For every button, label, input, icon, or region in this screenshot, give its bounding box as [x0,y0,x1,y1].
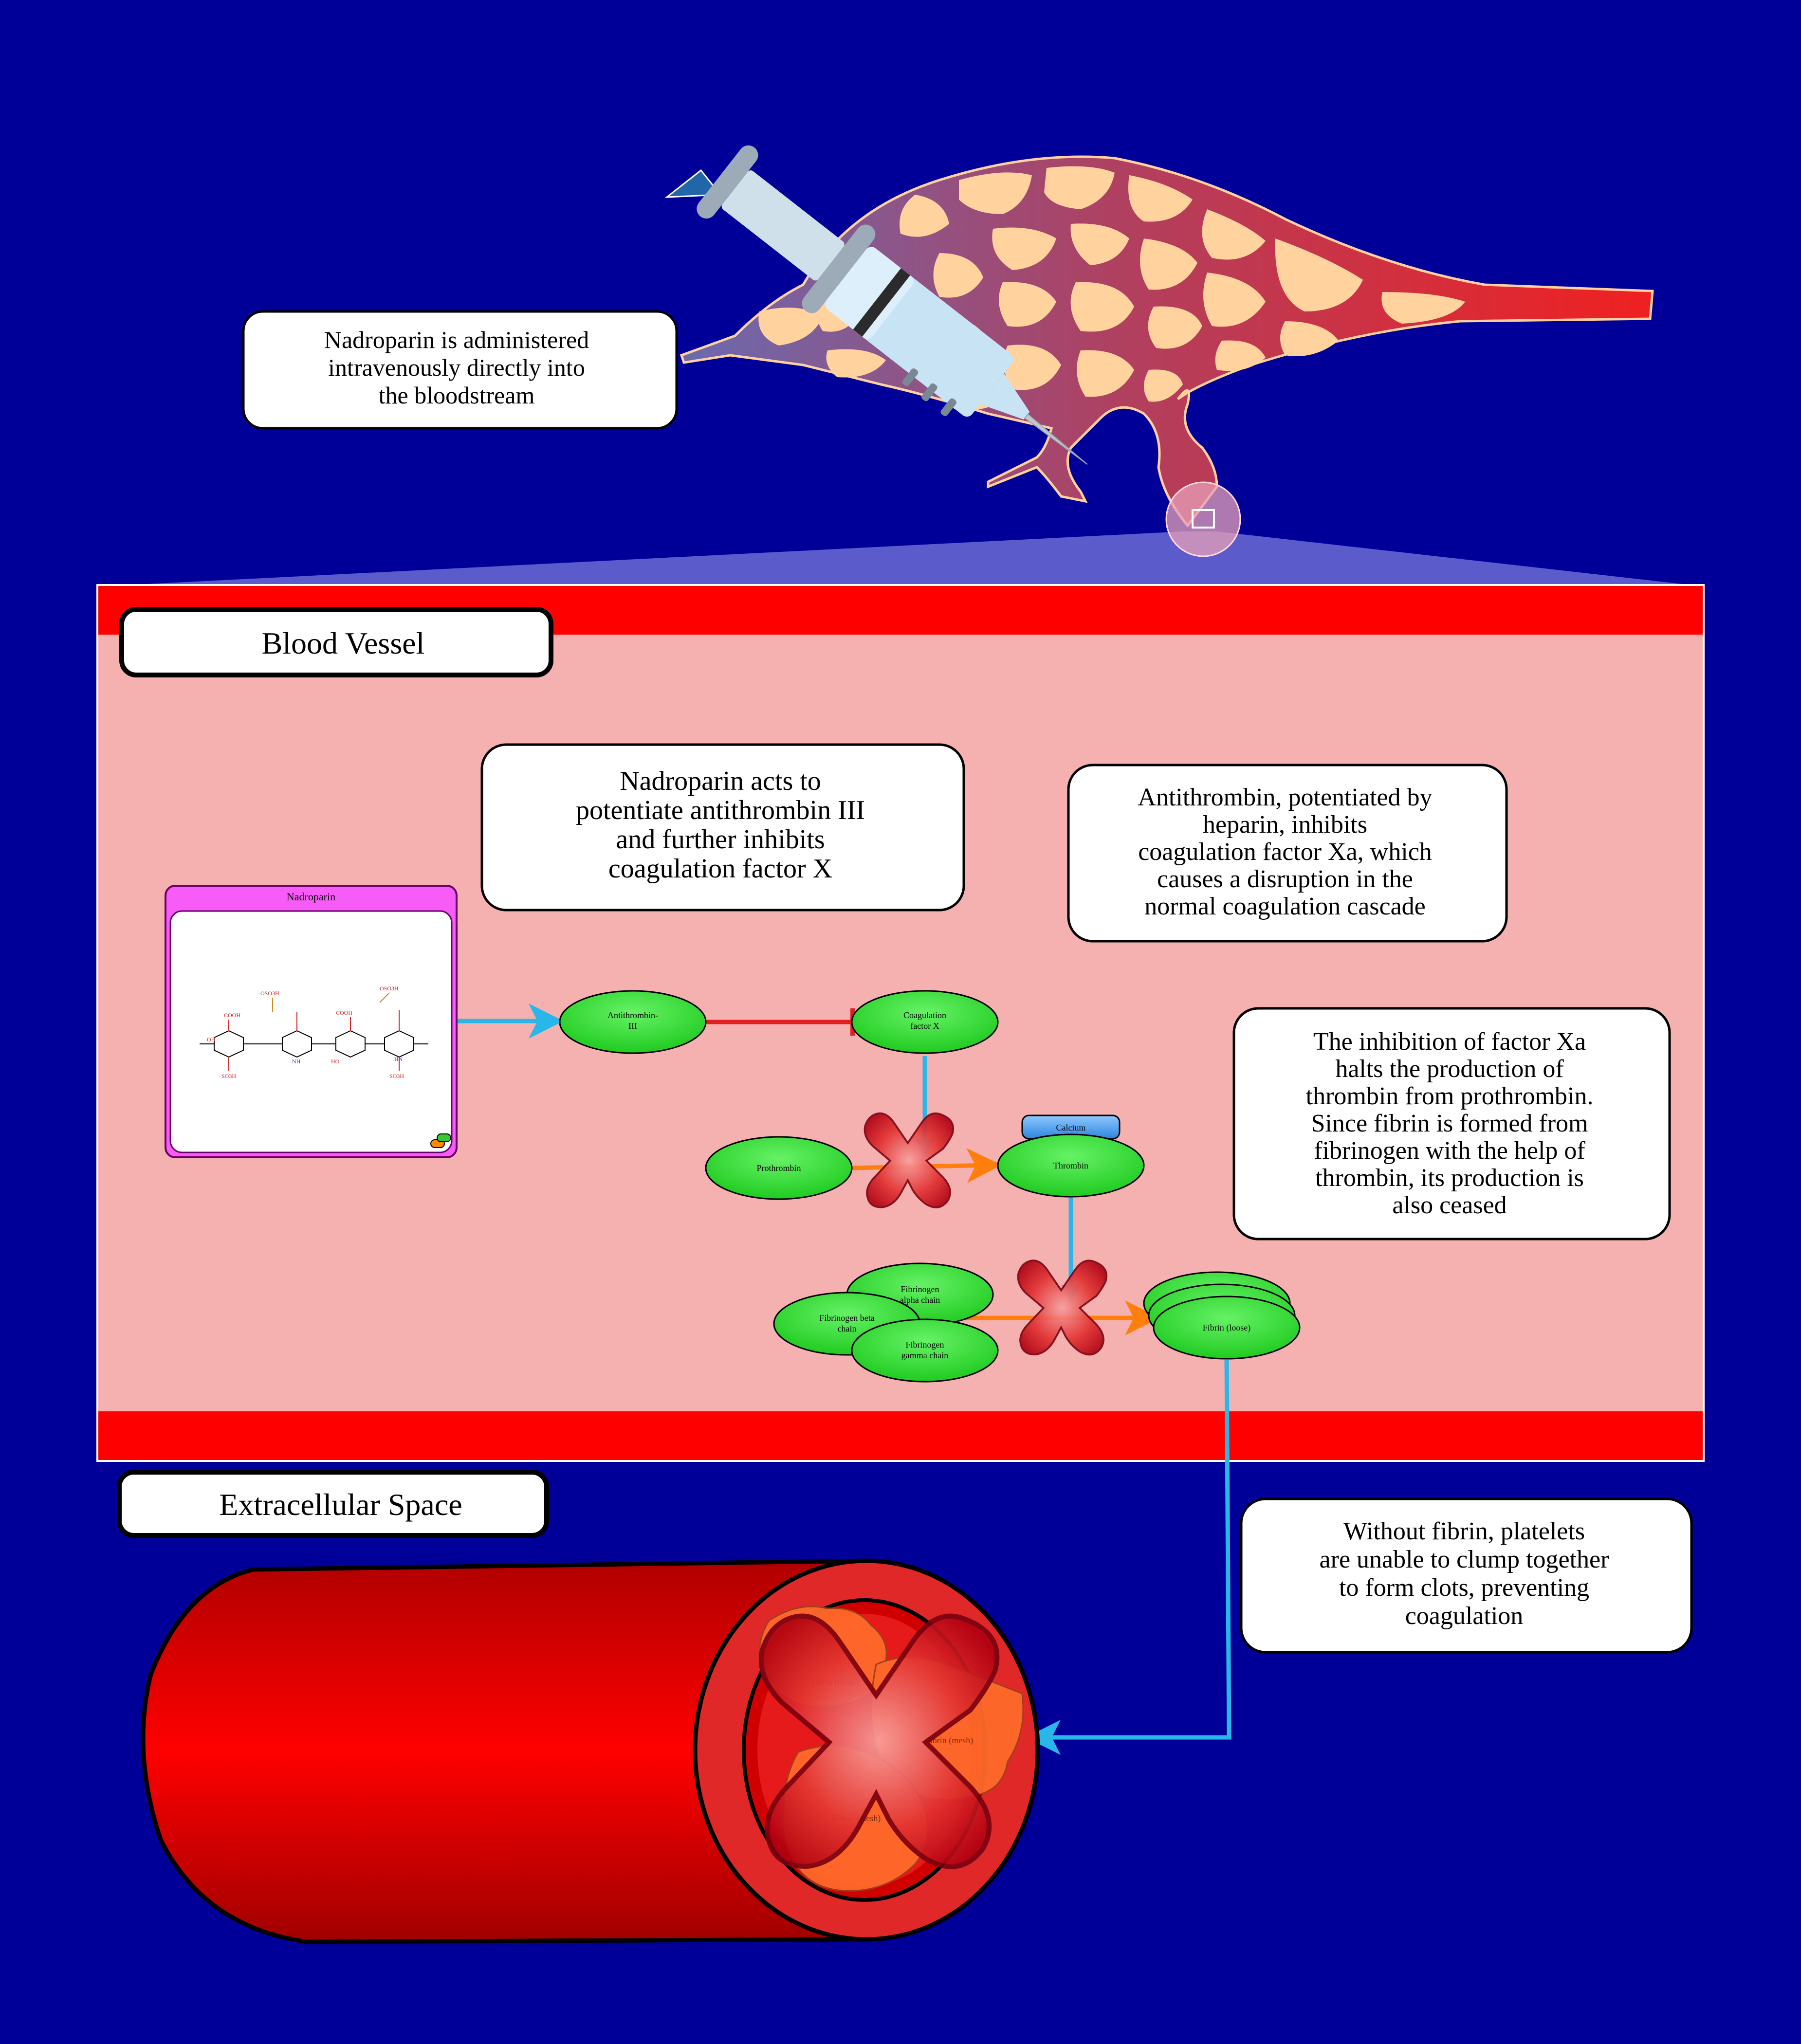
callout-antithrombin-line: coagulation factor Xa, which [1138,838,1432,866]
callout-platelets-line: to form clots, preventing [1339,1574,1589,1602]
callout-thrombin-line: halts the production of [1335,1055,1564,1083]
structure-label: SO3H [389,1073,404,1079]
svg-text:Fibrinogen: Fibrinogen [901,1284,939,1294]
svg-text:Fibrinogen: Fibrinogen [906,1340,944,1350]
svg-text:Fibrinogen beta: Fibrinogen beta [819,1313,874,1323]
structure-label: NH [292,1058,301,1065]
pill-icon [430,1133,451,1148]
svg-text:chain: chain [838,1324,857,1333]
structure-label: HO [331,1058,340,1065]
callout-thrombin-line: thrombin, its production is [1315,1164,1584,1192]
structure-label: OSO3H [260,990,279,997]
fibrin-mesh-label: Fibrin (mesh) [925,1735,974,1746]
svg-text:Calcium: Calcium [1056,1123,1086,1132]
callout-platelets: Without fibrin, platelets are unable to … [1240,1497,1693,1654]
structure-label: HN [394,1056,403,1062]
compartment-label-blood-vessel: Blood Vessel [119,607,553,677]
callout-thrombin-line: thrombin from prothrombin. [1306,1082,1594,1110]
callout-mechanism-line: and further inhibits [616,824,825,855]
svg-text:factor X: factor X [910,1021,939,1031]
structure-label: COOH [336,1009,352,1016]
svg-text:gamma chain: gamma chain [901,1350,948,1360]
callout-thrombin-line: also ceased [1392,1191,1507,1219]
callout-mechanism-line: potentiate antithrombin III [576,795,865,825]
compartment-label-extracellular: Extracellular Space [117,1470,549,1538]
zoom-connector [100,481,1704,586]
callout-administration-line: Nadroparin is administered [324,326,589,353]
callout-platelets-line: Without fibrin, platelets [1343,1517,1585,1545]
svg-text:Thrombin: Thrombin [1053,1161,1088,1170]
node-thrombin[interactable]: Thrombin [997,1133,1145,1198]
node-fibrinogen-gamma-chain[interactable]: Fibrinogen gamma chain [851,1318,999,1383]
callout-antithrombin-line: Antithrombin, potentiated by [1138,784,1432,811]
svg-text:Blood Vessel: Blood Vessel [262,626,425,660]
callout-mechanism: Nadroparin acts to potentiate antithromb… [480,743,965,912]
callout-antithrombin-line: normal coagulation cascade [1144,893,1426,920]
callout-antithrombin-line: causes a disruption in the [1157,865,1413,893]
structure-label: OH [207,1036,216,1043]
callout-thrombin-line: fibrinogen with the help of [1314,1137,1585,1165]
callout-thrombin-line: Since fibrin is formed from [1311,1110,1588,1137]
callout-thrombin-line: The inhibition of factor Xa [1313,1028,1586,1056]
structure-label: OSO3H [380,985,399,992]
svg-text:III: III [628,1021,637,1031]
callout-mechanism-line: coagulation factor X [608,854,832,884]
structure-label: SO3H [221,1073,236,1079]
callout-administration: Nadroparin is administered intravenously… [242,310,678,430]
svg-text:alpha chain: alpha chain [900,1295,940,1305]
node-coagulation-factor-x[interactable]: Coagulation factor X [851,990,999,1054]
svg-text:Coagulation: Coagulation [903,1010,946,1020]
chemical-structure-image [200,992,428,1071]
lung-illustration [680,155,1654,528]
callout-antithrombin-line: heparin, inhibits [1203,811,1367,839]
node-antithrombin-iii[interactable]: Antithrombin- III [559,990,707,1054]
node-prothrombin[interactable]: Prothrombin [705,1136,853,1200]
callout-platelets-line: coagulation [1405,1602,1524,1630]
svg-text:Prothrombin: Prothrombin [756,1163,801,1173]
svg-text:Fibrin (loose): Fibrin (loose) [1203,1323,1251,1333]
callout-mechanism-line: Nadroparin acts to [620,766,821,796]
callout-administration-line: intravenously directly into [328,354,585,381]
svg-text:Extracellular Space: Extracellular Space [219,1487,462,1522]
callout-thrombin: The inhibition of factor Xa halts the pr… [1232,1007,1671,1241]
callout-antithrombin: Antithrombin, potentiated by heparin, in… [1067,764,1508,943]
node-fibrin-loose[interactable]: Fibrin (loose) [1143,1271,1301,1360]
callout-platelets-line: are unable to clump together [1320,1546,1609,1573]
syringe-icon [664,145,1088,465]
edge-fibrin-loose-to-mesh [1026,1360,1231,1755]
drug-card-nadroparin[interactable]: Nadroparin COOH OH SO3H OSO3H NH COOH HO… [165,885,458,1158]
callout-administration-line: the bloodstream [379,382,535,409]
drug-name: Nadroparin [287,891,335,903]
svg-text:Antithrombin-: Antithrombin- [607,1010,658,1020]
structure-label: COOH [224,1012,240,1019]
